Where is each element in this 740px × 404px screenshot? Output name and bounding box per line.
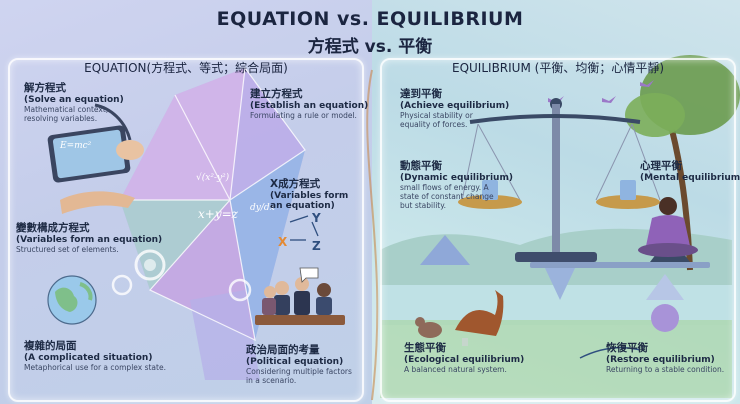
pen-hand-icon [94, 103, 144, 160]
label-dynamic-equilibrium: 動態平衡 (Dynamic equilibrium) small flows o… [400, 160, 513, 210]
hand-icon [60, 191, 135, 214]
label-mental-equilibrium: 心理平衡 (Mental equilibrium) [640, 160, 740, 183]
formula-emc2: E=mc² [59, 141, 92, 151]
label-ecological-equilibrium: 生態平衡 (Ecological equilibrium) A balanced… [404, 342, 525, 374]
tablet-icon [47, 125, 131, 183]
label-complicated-situation: 複雜的局面 (A complicated situation) Metaphor… [24, 340, 166, 372]
meeting-icon [255, 267, 345, 325]
label-variables-form-right: X成方程式 (Variables form an equation) [270, 178, 349, 211]
label-political-equation: 政治局面的考量 (Political equation) Considering… [246, 344, 352, 385]
gear-icon [111, 249, 252, 302]
variable-arrows [289, 215, 319, 241]
animals-icon [415, 290, 504, 346]
arrow-icon [579, 346, 641, 359]
formula-sqrt: √(x²-y²) [196, 172, 230, 183]
label-variables-form: 變數構成方程式 (Variables form an equation) Str… [16, 222, 163, 254]
label-establish-equation: 建立方程式 (Establish an equation) Formulatin… [250, 88, 369, 120]
globe-icon [47, 275, 97, 325]
pyramid-icon [420, 235, 470, 265]
meditation-icon [638, 197, 698, 257]
symbol-z: Z [312, 239, 321, 253]
formula-derivative: dy/dx [250, 203, 275, 213]
equation-panel: EQUATION(方程式、等式；綜合局面) [8, 58, 364, 402]
page-title: EQUATION vs. EQUILIBRIUM [216, 8, 524, 30]
label-solve-equation: 解方程式 (Solve an equation) Mathematical co… [24, 82, 124, 123]
symbol-y: Y [311, 211, 321, 225]
divider-swirl [366, 69, 379, 401]
equation-heading: EQUATION(方程式、等式；綜合局面) [84, 61, 288, 75]
label-restore-equilibrium: 恢復平衡 (Restore equilibrium) Returning to … [606, 342, 725, 374]
page-subtitle: 方程式 vs. 平衡 [307, 37, 433, 57]
balance-scale-icon [458, 98, 661, 262]
label-achieve-equilibrium: 達到平衡 (Achieve equilibrium) Physical stab… [400, 88, 510, 129]
equilibrium-heading: EQUILIBRIUM (平衡、均衡；心情平靜) [452, 61, 664, 75]
formula-xyz: x+y=z [198, 207, 239, 221]
equilibrium-panel: EQUILIBRIUM (平衡、均衡；心情平靜) [380, 58, 736, 402]
symbol-x: X [278, 235, 288, 249]
